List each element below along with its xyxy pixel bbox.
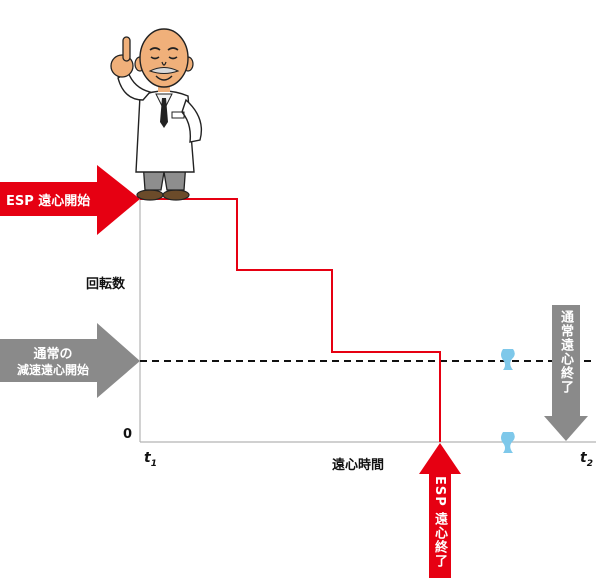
esp-end-arrow: [419, 443, 461, 578]
esp-step-line: [140, 198, 441, 442]
t2-subscript: 2: [586, 458, 593, 469]
normal-end-arrow: [544, 305, 588, 441]
esp-end-label: ESP 遠心終了: [432, 476, 447, 569]
y-axis-label: 回転数: [86, 277, 126, 292]
normal-end-label: 通常遠心終了: [558, 310, 573, 394]
t2-symbol: t: [580, 450, 587, 466]
t1-label: t1: [144, 450, 157, 469]
axis-break-mark-lower: [501, 432, 515, 453]
normal-decel-label-line1: 通常の: [33, 347, 73, 362]
t1-symbol: t: [144, 450, 151, 466]
esp-start-arrow: [0, 165, 140, 235]
normal-decel-label-line2: 減速遠心開始: [16, 363, 89, 377]
normal-decel-start-arrow: [0, 323, 140, 398]
y-zero-label: 0: [123, 427, 133, 442]
axis-break-mark-upper: [501, 349, 515, 370]
esp-start-label: ESP 遠心開始: [6, 194, 91, 209]
t2-label: t2: [580, 450, 593, 469]
t1-subscript: 1: [150, 458, 157, 469]
doctor-illustration: [110, 28, 203, 201]
x-axis-label: 遠心時間: [332, 458, 385, 473]
